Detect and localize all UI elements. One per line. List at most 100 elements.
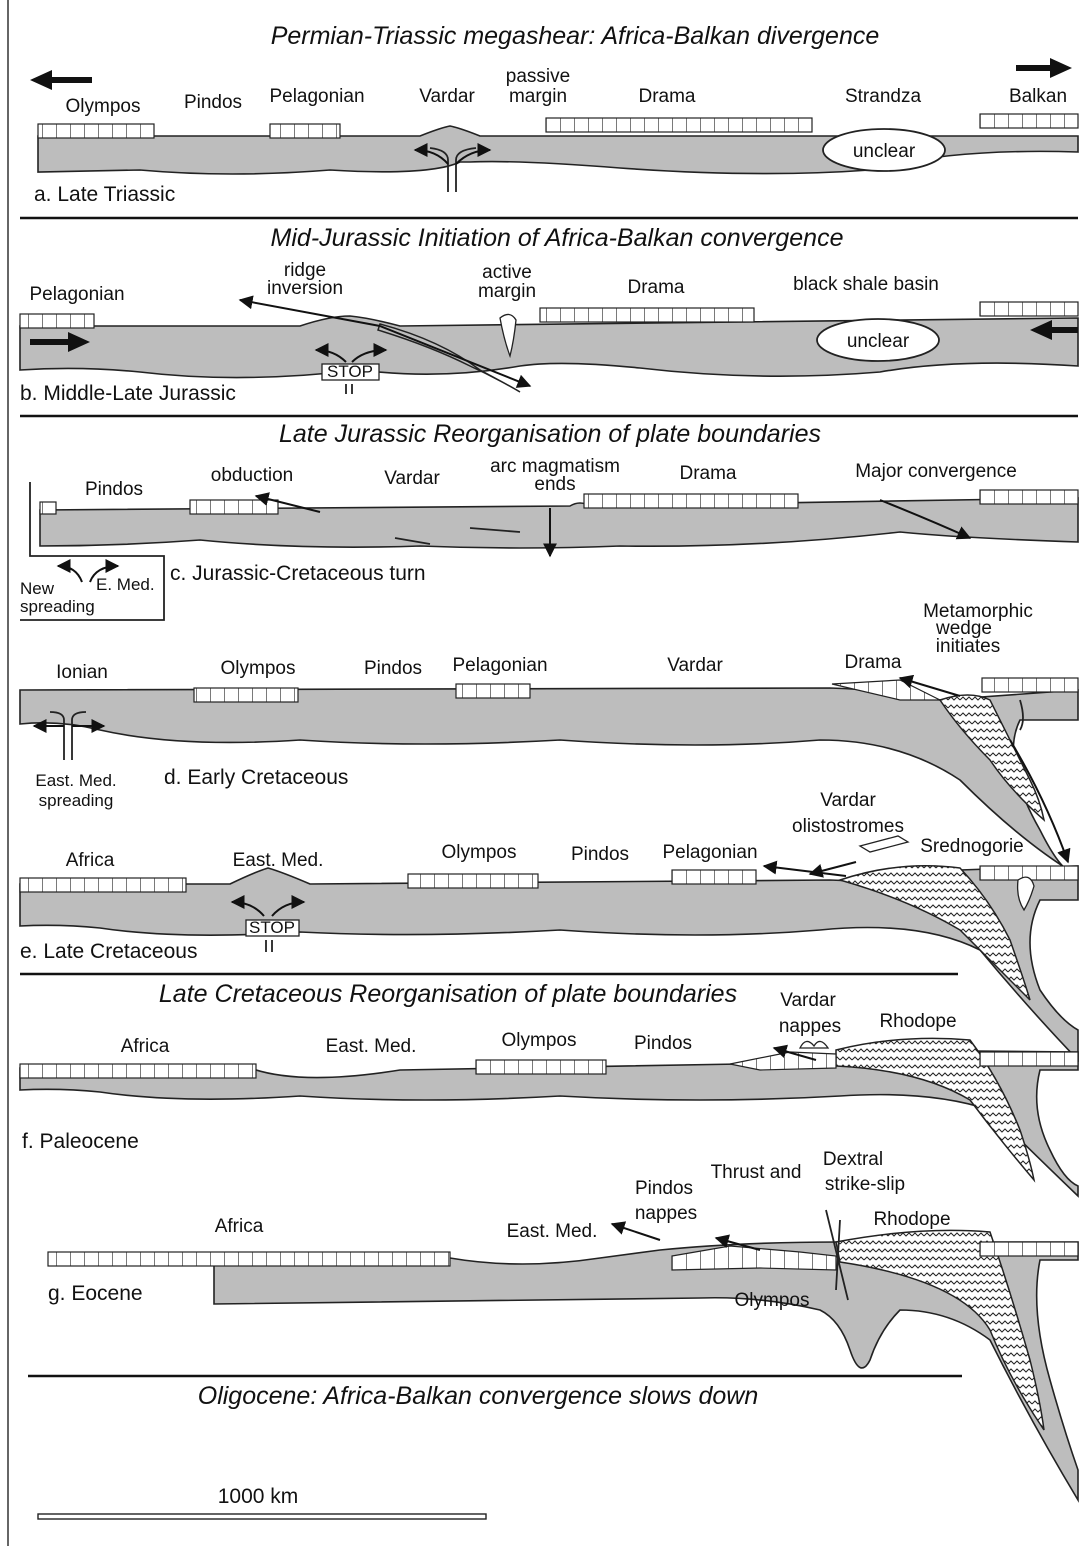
label-olympos-a: Olympos	[66, 96, 141, 117]
stop-label-e: STOP	[249, 918, 295, 937]
stop-label-b: STOP	[327, 362, 373, 381]
stage-c: c. Jurassic-Cretaceous turn	[170, 562, 426, 585]
label-pindos-e: Pindos	[571, 844, 629, 865]
label-vardar-e: Vardar	[820, 790, 876, 811]
unclear-label-a: unclear	[853, 141, 916, 162]
segment-olympos	[38, 124, 154, 138]
panel-f-heading: Late Cretaceous Reorganisation of plate …	[159, 980, 737, 1008]
label-initiates-d: initiates	[936, 636, 1000, 657]
stage-a: a. Late Triassic	[34, 183, 175, 206]
label-pindos-a: Pindos	[184, 92, 242, 113]
label-margin-a: margin	[509, 86, 567, 107]
inset-label-new: New	[20, 579, 55, 598]
label-srednogorie-e: Srednogorie	[920, 836, 1024, 857]
label-nappes-f: nappes	[779, 1016, 841, 1037]
olistostrome-block-e	[860, 836, 908, 852]
scale-bar-line	[38, 1514, 486, 1519]
label-africa-g: Africa	[215, 1216, 264, 1237]
segment-vardar-nappes-f	[730, 1052, 836, 1070]
segment-balkan-c	[980, 490, 1078, 504]
label-pindos-g: Pindos	[635, 1178, 693, 1199]
label-rhodope-g: Rhodope	[873, 1209, 950, 1230]
label-pindos-c: Pindos	[85, 479, 143, 500]
label-nappes-g: nappes	[635, 1203, 697, 1224]
label-africa-f: Africa	[121, 1036, 170, 1057]
label-drama-b: Drama	[627, 277, 684, 298]
label-vardar-a: Vardar	[419, 86, 475, 107]
panel-a: Permian-Triassic megashear: Africa-Balka…	[30, 22, 1078, 206]
nappe-blobs-f	[800, 1041, 828, 1048]
segment-pelagonian-d	[456, 684, 530, 698]
left-arrow-icon	[30, 70, 92, 90]
scale-bar-label: 1000 km	[218, 1485, 299, 1508]
label-inversion-b: inversion	[267, 278, 343, 299]
segment-drama-b	[540, 308, 754, 322]
label-ionian-d: Ionian	[56, 662, 108, 683]
segment-pelagonian	[270, 124, 340, 138]
right-arrow-icon	[1016, 58, 1072, 78]
label-thrust-g: Thrust and	[711, 1162, 802, 1183]
inset-label-spreading: spreading	[20, 597, 95, 616]
stopped-feed-e	[266, 940, 272, 952]
unclear-label-b: unclear	[847, 331, 910, 352]
label-eastmed-g: East. Med.	[507, 1221, 598, 1242]
stage-e: e. Late Cretaceous	[20, 940, 197, 963]
label-eastmed-f: East. Med.	[326, 1036, 417, 1057]
segment-balkan-b	[980, 302, 1078, 316]
label-pindos-d: Pindos	[364, 658, 422, 679]
panel-f: Late Cretaceous Reorganisation of plate …	[20, 980, 1078, 1196]
panel-a-heading: Permian-Triassic megashear: Africa-Balka…	[271, 22, 880, 50]
label-passive-a: passive	[506, 66, 570, 87]
panel-c-heading: Late Jurassic Reorganisation of plate bo…	[279, 420, 821, 448]
label-active-b: active	[482, 262, 532, 283]
label-drama-a: Drama	[638, 86, 695, 107]
inset-arrow-left	[58, 566, 82, 582]
label-drama-c: Drama	[679, 463, 736, 484]
label-olympos-f: Olympos	[502, 1030, 577, 1051]
stage-d: d. Early Cretaceous	[164, 766, 348, 789]
inset-label-emed: E. Med.	[96, 575, 155, 594]
segment-left-c	[40, 502, 56, 514]
segment-balkan-g	[980, 1242, 1078, 1256]
label-major-convergence-c: Major convergence	[855, 461, 1017, 482]
label-strandza-a: Strandza	[845, 86, 921, 107]
label-olistostromes-e: olistostromes	[792, 816, 904, 837]
label-margin-b: margin	[478, 281, 536, 302]
label-olympos-d: Olympos	[221, 658, 296, 679]
stage-g: g. Eocene	[48, 1282, 143, 1305]
label-olympos-g: Olympos	[735, 1290, 810, 1311]
label-dextral-g: Dextral	[823, 1149, 883, 1170]
label-pelagonian-e: Pelagonian	[662, 842, 757, 863]
label-pelagonian-d: Pelagonian	[452, 655, 547, 676]
label-obduction-c: obduction	[211, 465, 293, 486]
label-pelagonian-a: Pelagonian	[269, 86, 364, 107]
label-blackshale-b: black shale basin	[793, 274, 939, 295]
label-spreading-d: spreading	[39, 791, 114, 810]
label-pindos-f: Pindos	[634, 1033, 692, 1054]
segment-balkan-d	[982, 678, 1078, 692]
label-eastmed-e: East. Med.	[233, 850, 324, 871]
segment-drama	[546, 118, 812, 132]
panel-g: Africa East. Med. Pindos nappes Thrust a…	[48, 1149, 1078, 1500]
label-drama-d: Drama	[844, 652, 901, 673]
segment-pindos-c	[190, 500, 278, 514]
segment-africa-e	[20, 878, 186, 892]
label-africa-e: Africa	[66, 850, 115, 871]
label-strikeslip-g: strike-slip	[825, 1174, 905, 1195]
segment-olympos-f	[476, 1060, 606, 1074]
segment-africa-f	[20, 1064, 256, 1078]
stage-b: b. Middle-Late Jurassic	[20, 382, 236, 405]
label-pelagonian-b: Pelagonian	[29, 284, 124, 305]
label-rhodope-f: Rhodope	[879, 1011, 956, 1032]
scale-bar: 1000 km	[38, 1485, 486, 1519]
panel-d: Ionian Olympos Pindos Pelagonian Vardar …	[20, 601, 1078, 872]
segment-africa-g	[48, 1252, 450, 1266]
label-olympos-e: Olympos	[442, 842, 517, 863]
segment-balkan	[980, 114, 1078, 128]
final-heading: Oligocene: Africa-Balkan convergence slo…	[198, 1382, 758, 1410]
label-eastmed-d: East. Med.	[35, 771, 116, 790]
segment-pelagonian-b	[20, 314, 94, 328]
panel-b-heading: Mid-Jurassic Initiation of Africa-Balkan…	[271, 224, 844, 252]
segment-balkan-f	[980, 1052, 1078, 1066]
